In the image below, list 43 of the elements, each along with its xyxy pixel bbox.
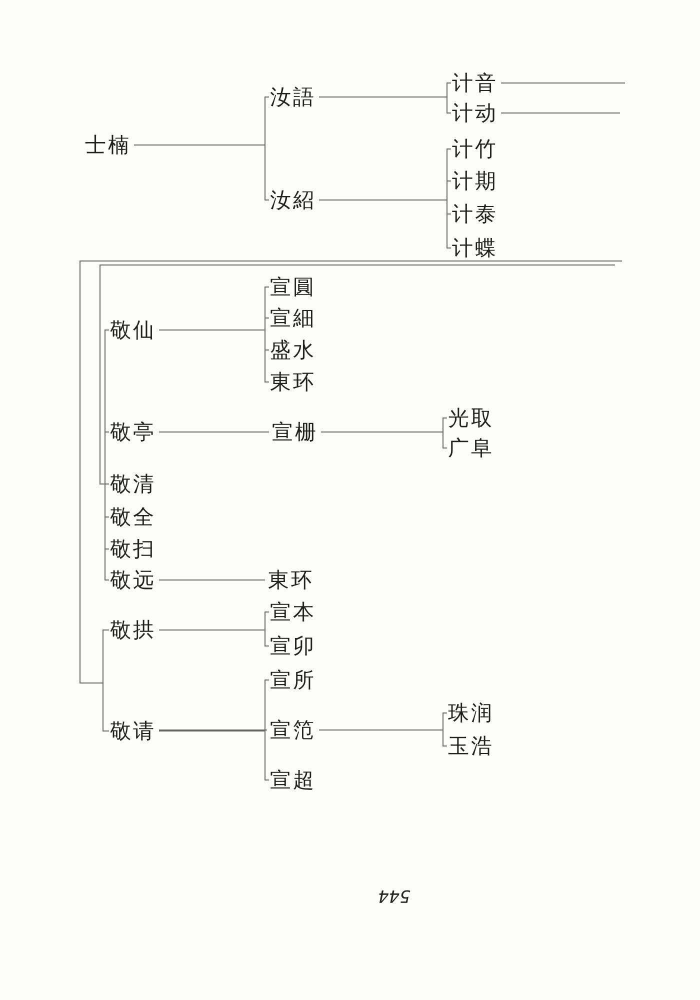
person-name: 宣細 <box>270 305 316 331</box>
person-name: 玉浩 <box>448 733 494 759</box>
person-name: 敬请 <box>110 718 156 744</box>
person-name: 计泰 <box>452 201 498 227</box>
person-name: 宣笵 <box>270 717 316 743</box>
person-name: 宣超 <box>270 767 316 793</box>
person-name: 计竹 <box>452 136 498 162</box>
person-name: 宣圓 <box>270 274 316 300</box>
person-name: 敬仙 <box>110 317 156 343</box>
person-name: 敬全 <box>110 504 156 530</box>
connector-line <box>134 144 270 200</box>
connector-line <box>158 730 270 780</box>
person-name: 東环 <box>268 567 314 593</box>
person-name: 计期 <box>452 168 498 194</box>
person-name: 士楠 <box>85 132 131 158</box>
connector-line <box>500 112 620 114</box>
person-name: 敬亭 <box>110 419 156 445</box>
connector-line <box>158 630 270 646</box>
person-name: 敬远 <box>110 567 156 593</box>
person-name: 汝紹 <box>270 187 316 213</box>
person-name: 宣所 <box>270 667 316 693</box>
person-name: 敬拱 <box>110 617 156 643</box>
connector-line <box>320 432 448 448</box>
connector-line <box>318 730 448 746</box>
person-name: 珠润 <box>448 700 494 726</box>
person-name: 光取 <box>448 405 494 431</box>
person-name: 宣本 <box>270 599 316 625</box>
person-name: 敬清 <box>110 471 156 497</box>
person-name: 计蝶 <box>452 235 498 261</box>
person-name: 東环 <box>270 369 316 395</box>
person-name: 宣栅 <box>272 419 318 445</box>
person-name: 计音 <box>452 70 498 96</box>
connector-line <box>158 330 270 382</box>
person-name: 盛水 <box>270 337 316 363</box>
person-name: 宣卯 <box>270 633 316 659</box>
connector-line <box>318 200 452 248</box>
person-name: 广阜 <box>448 435 494 461</box>
connector-line <box>500 82 626 84</box>
person-name: 计动 <box>452 100 498 126</box>
connector-line <box>318 96 452 114</box>
person-name: 汝語 <box>270 84 316 110</box>
page-number: 544 <box>378 884 410 908</box>
person-name: 敬扫 <box>110 536 156 562</box>
